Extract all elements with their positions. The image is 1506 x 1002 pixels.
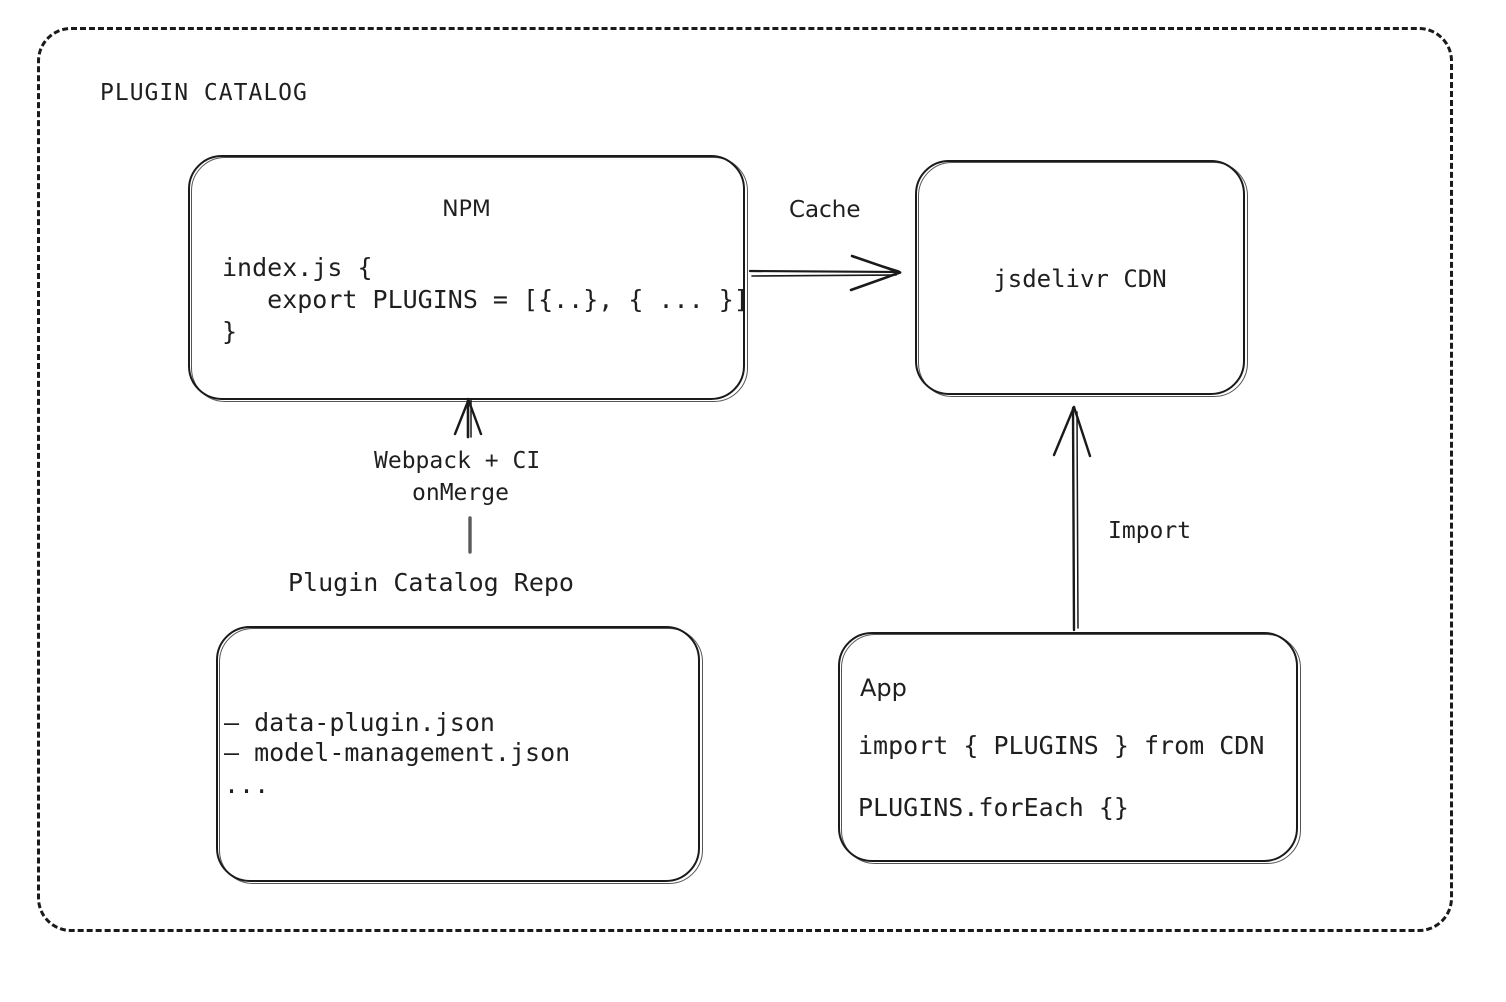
plugin-catalog-repo-box[interactable]: – data-plugin.json – model-management.js… bbox=[216, 626, 703, 884]
cdn-box-sketch-outline bbox=[918, 162, 1248, 397]
app-box[interactable]: App import { PLUGINS } from CDN PLUGINS.… bbox=[838, 632, 1301, 864]
build-edge-label-line-2: onMerge bbox=[412, 480, 509, 506]
npm-code-line-1: index.js { bbox=[222, 253, 373, 282]
repo-box-outline bbox=[216, 626, 700, 882]
section-title: PLUGIN CATALOG bbox=[100, 80, 308, 106]
npm-code-line-2: export PLUGINS = [{..}, { ... }] bbox=[222, 285, 749, 314]
jsdelivr-cdn-box[interactable]: jsdelivr CDN bbox=[915, 160, 1248, 397]
repo-file-item-1: – data-plugin.json bbox=[224, 708, 495, 737]
app-code-line-1: import { PLUGINS } from CDN bbox=[858, 731, 1265, 760]
build-edge-label-line-1: Webpack + CI bbox=[374, 448, 541, 474]
cdn-box-label: jsdelivr CDN bbox=[993, 265, 1167, 293]
npm-code-line-3: } bbox=[222, 317, 238, 346]
app-box-outline bbox=[838, 632, 1298, 862]
cdn-box-outline bbox=[915, 160, 1245, 395]
repo-box-sketch-outline bbox=[219, 628, 703, 884]
npm-box-title: NPM bbox=[442, 197, 491, 222]
cache-edge-label: Cache bbox=[789, 197, 861, 223]
plugin-catalog-boundary bbox=[37, 27, 1453, 932]
npm-box[interactable]: NPM index.js { export PLUGINS = [{..}, {… bbox=[188, 155, 749, 402]
app-box-sketch-outline bbox=[841, 634, 1301, 864]
app-box-title: App bbox=[860, 674, 907, 702]
import-edge-label: Import bbox=[1108, 518, 1192, 544]
repo-file-item-2: – model-management.json bbox=[224, 738, 571, 767]
repo-file-item-3: ... bbox=[224, 770, 270, 799]
app-code-line-2: PLUGINS.forEach {} bbox=[858, 793, 1129, 822]
plugin-catalog-repo-caption: Plugin Catalog Repo bbox=[288, 568, 574, 597]
